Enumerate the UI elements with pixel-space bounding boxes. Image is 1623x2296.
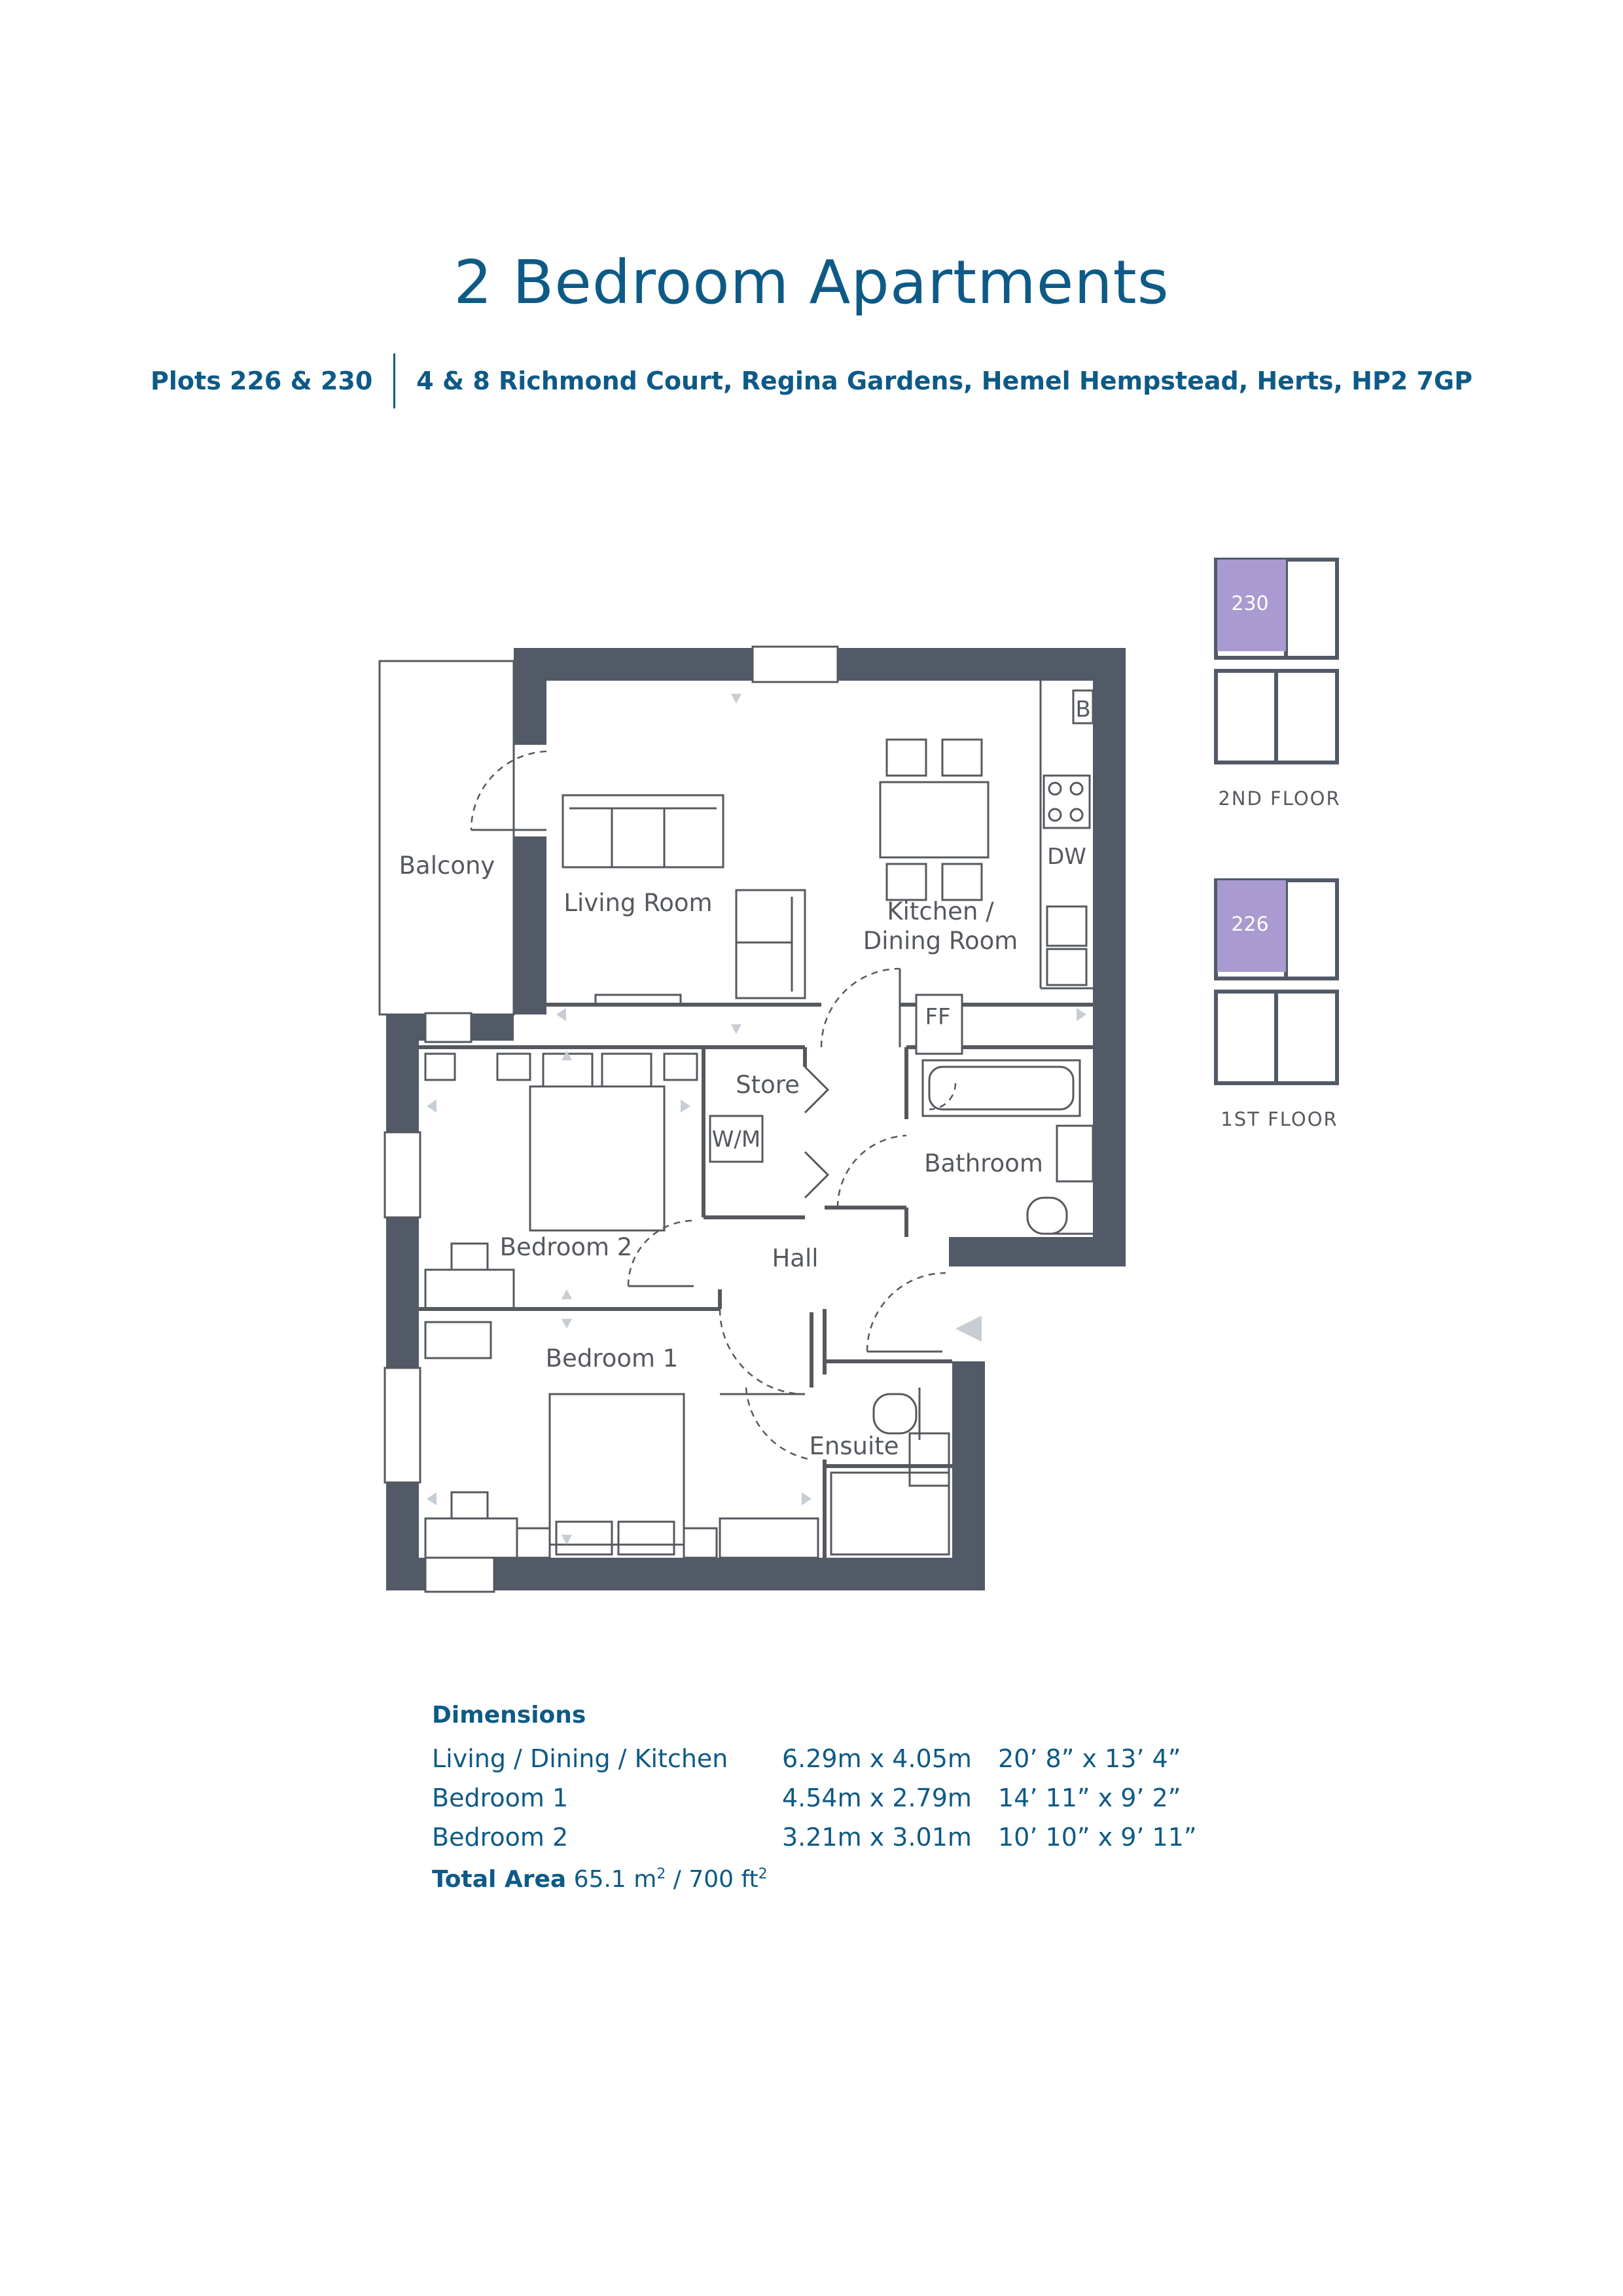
unit-230-label: 230 xyxy=(1231,592,1268,615)
total-area-imperial: / 700 ft xyxy=(666,1866,758,1893)
plots-label: Plots 226 & 230 xyxy=(151,367,373,395)
ensuite-label: Ensuite xyxy=(809,1432,899,1460)
dimension-row: Living / Dining / Kitchen 6.29m x 4.05m … xyxy=(432,1739,1197,1778)
dimension-row: Bedroom 2 3.21m x 3.01m 10’ 10” x 9’ 11” xyxy=(432,1818,1197,1857)
floor-label-1st: 1ST FLOOR xyxy=(1221,1108,1338,1130)
dimension-room: Living / Dining / Kitchen xyxy=(432,1744,728,1773)
bedroom-1-label: Bedroom 1 xyxy=(546,1344,679,1372)
dishwasher-label: DW xyxy=(1047,844,1086,870)
dimension-metric: 4.54m x 2.79m xyxy=(782,1784,972,1812)
key-plan-1st-floor: 226 1ST FLOOR xyxy=(1214,878,1339,1130)
dimension-metric: 6.29m x 4.05m xyxy=(782,1744,972,1773)
balcony-label: Balcony xyxy=(399,852,495,880)
bathroom-label: Bathroom xyxy=(924,1149,1043,1177)
total-area: Total Area 65.1 m2 / 700 ft2 xyxy=(432,1866,1197,1893)
page-title: 2 Bedroom Apartments xyxy=(454,247,1169,317)
address-label: 4 & 8 Richmond Court, Regina Gardens, He… xyxy=(416,367,1472,395)
dimensions-heading: Dimensions xyxy=(432,1702,586,1729)
hall-label: Hall xyxy=(772,1244,818,1272)
kitchen-label-line2: Dining Room xyxy=(863,927,1018,955)
key-plan-2nd-floor: 230 2ND FLOOR xyxy=(1214,558,1340,810)
plot-address-line: Plots 226 & 230 4 & 8 Richmond Court, Re… xyxy=(0,353,1623,408)
dimension-imperial: 14’ 11” x 9’ 2” xyxy=(998,1784,1181,1812)
dimension-room: Bedroom 2 xyxy=(432,1823,569,1852)
bedroom-2-label: Bedroom 2 xyxy=(500,1233,633,1261)
dimension-room: Bedroom 1 xyxy=(432,1784,569,1812)
fridge-freezer-label: FF xyxy=(925,1004,950,1030)
living-room-label: Living Room xyxy=(563,889,712,917)
total-area-label: Total Area xyxy=(432,1866,567,1893)
washing-machine-label: W/M xyxy=(712,1126,760,1153)
dimension-metric: 3.21m x 3.01m xyxy=(782,1823,972,1852)
kitchen-label-line1: Kitchen / xyxy=(887,897,994,925)
total-area-metric: 65.1 m xyxy=(573,1866,657,1893)
store-label: Store xyxy=(736,1071,800,1099)
superscript: 2 xyxy=(758,1866,768,1882)
floor-label-2nd: 2ND FLOOR xyxy=(1218,787,1340,810)
dimension-imperial: 20’ 8” x 13’ 4” xyxy=(998,1744,1181,1773)
superscript: 2 xyxy=(656,1866,666,1882)
boiler-label: B xyxy=(1075,696,1090,723)
dimension-imperial: 10’ 10” x 9’ 11” xyxy=(998,1823,1197,1852)
divider xyxy=(393,353,396,408)
dimension-row: Bedroom 1 4.54m x 2.79m 14’ 11” x 9’ 2” xyxy=(432,1778,1197,1818)
unit-226-label: 226 xyxy=(1231,913,1268,936)
dimensions-table: Dimensions Living / Dining / Kitchen 6.2… xyxy=(432,1702,1197,1893)
